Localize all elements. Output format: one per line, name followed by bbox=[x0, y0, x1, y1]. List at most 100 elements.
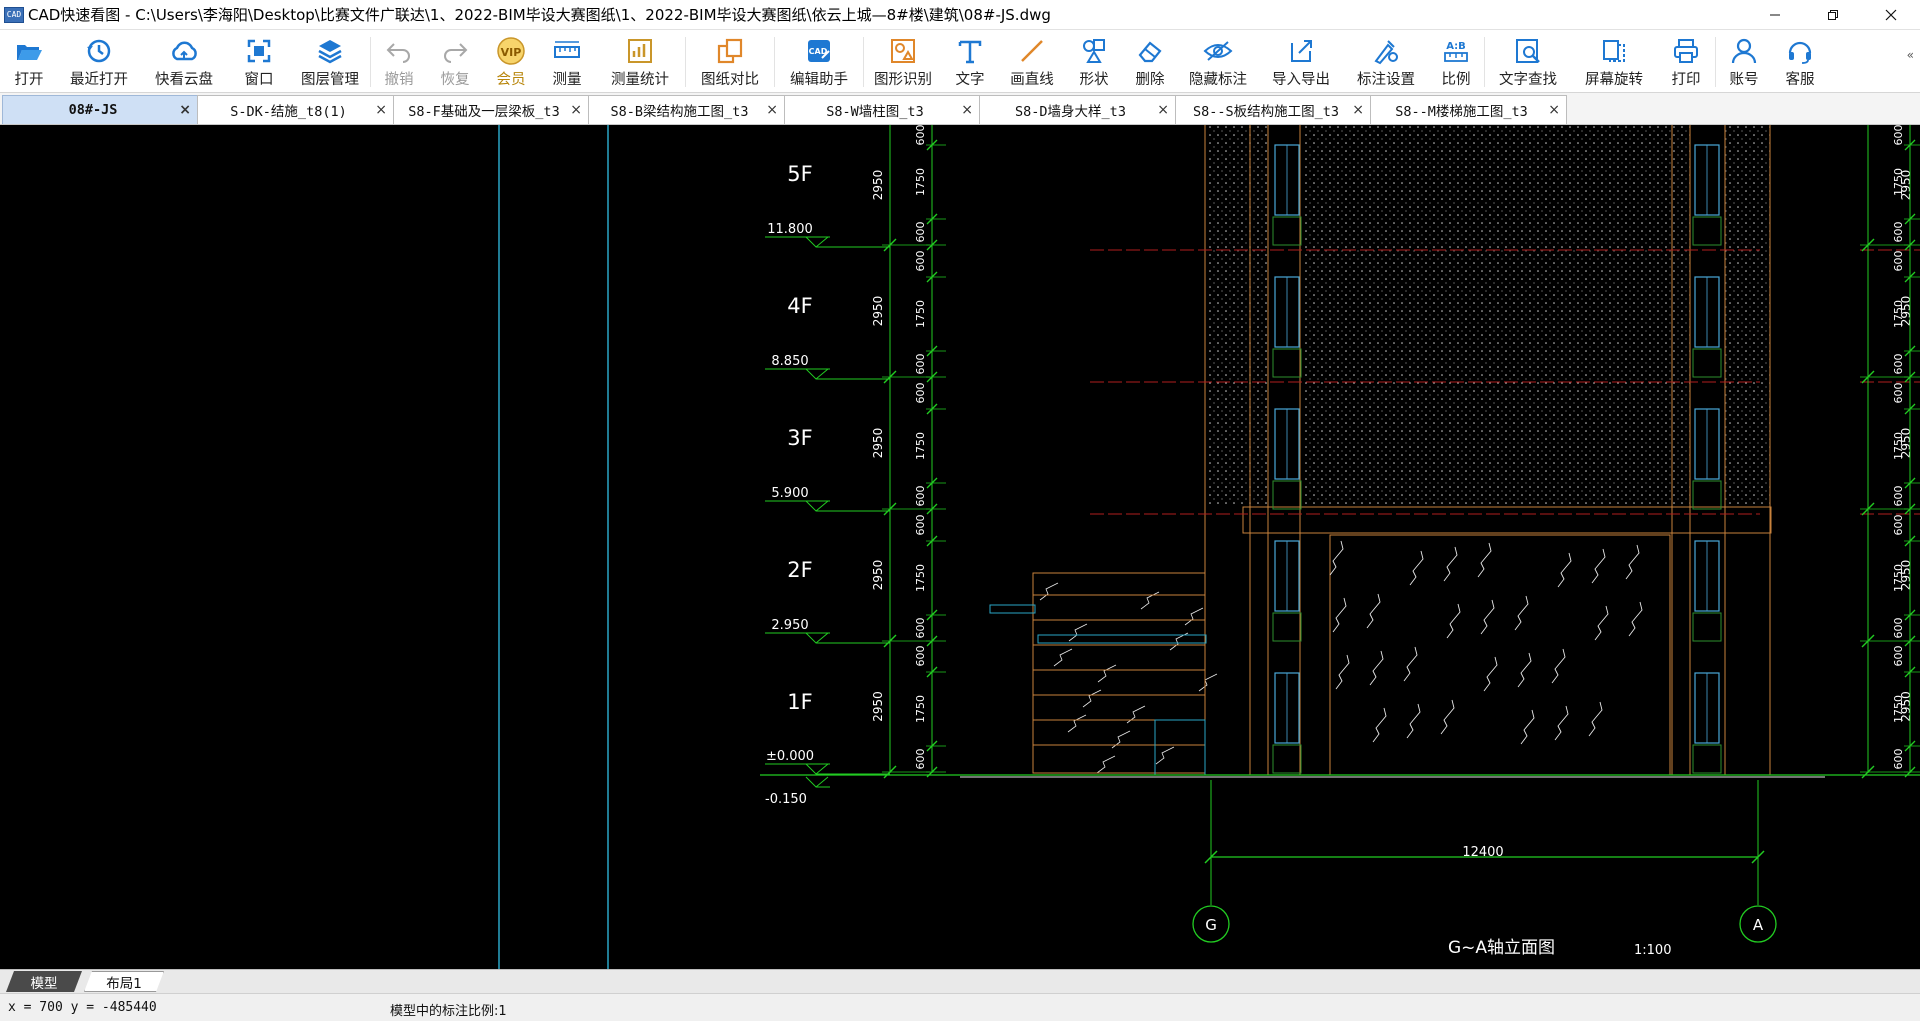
import-export-button[interactable]: 导入导出 bbox=[1258, 30, 1344, 93]
elevation-triangle bbox=[805, 776, 829, 788]
annotation-settings-button[interactable]: 标注设置 bbox=[1344, 30, 1428, 93]
tab-close-icon[interactable]: × bbox=[375, 102, 387, 118]
layout-tab-layout1[interactable]: 布局1 bbox=[84, 971, 164, 992]
import-export-icon bbox=[1286, 36, 1316, 66]
window-sill-panel bbox=[1272, 744, 1302, 774]
sub-dim-text: 600 bbox=[1892, 383, 1905, 404]
sub-dim-text: 600 bbox=[1892, 515, 1905, 536]
undo-icon bbox=[384, 36, 414, 66]
tab-label: S8--S板结构施工图_t3 bbox=[1192, 104, 1340, 120]
shapes-button[interactable]: 形状 bbox=[1066, 30, 1122, 93]
tab-close-icon[interactable]: × bbox=[1352, 102, 1364, 118]
edit-assistant-icon: CAD bbox=[804, 36, 834, 66]
podium-door bbox=[1154, 719, 1206, 776]
minimize-button[interactable] bbox=[1746, 0, 1804, 30]
tab-s8-w[interactable]: S8-W墙柱图_t3 × bbox=[784, 95, 980, 124]
window-controls bbox=[1746, 0, 1920, 30]
tab-s8-d[interactable]: S8-D墙身大样_t3 × bbox=[979, 95, 1176, 124]
shapes-label: 形状 bbox=[1079, 72, 1109, 88]
edit-assistant-button[interactable]: CAD 编辑助手 bbox=[775, 30, 863, 93]
undo-button[interactable]: 撤销 bbox=[371, 30, 427, 93]
stone-vein bbox=[1067, 714, 1087, 733]
tab-s8-s[interactable]: S8--S板结构施工图_t3 × bbox=[1175, 95, 1371, 124]
hide-annotation-label: 隐藏标注 bbox=[1189, 72, 1247, 88]
window-sill-panel bbox=[1692, 744, 1722, 774]
tab-label: S8-B梁结构施工图_t3 bbox=[610, 104, 749, 120]
sub-dim-text: 600 bbox=[1892, 354, 1905, 375]
tab-close-icon[interactable]: × bbox=[570, 102, 582, 118]
restore-button[interactable] bbox=[1804, 0, 1862, 30]
toolbar-separator bbox=[1484, 37, 1485, 87]
tab-s8-b[interactable]: S8-B梁结构施工图_t3 × bbox=[588, 95, 785, 124]
print-button[interactable]: 打印 bbox=[1657, 30, 1715, 93]
tab-close-icon[interactable]: × bbox=[1157, 102, 1169, 118]
open-label: 打开 bbox=[14, 72, 44, 88]
tab-close-icon[interactable]: × bbox=[179, 102, 191, 118]
tab-s8-f[interactable]: S8-F基础及一层梁板_t3 × bbox=[393, 95, 589, 124]
sub-dim-text: 600 bbox=[1892, 125, 1905, 146]
tab-s-dk[interactable]: S-DK-结施_t8(1) × bbox=[197, 95, 394, 124]
sub-dim-text: 600 bbox=[914, 515, 927, 536]
measure-stats-button[interactable]: 测量统计 bbox=[595, 30, 685, 93]
axis-bubble-a bbox=[1739, 905, 1777, 943]
cloud-disk-button[interactable]: 快看云盘 bbox=[140, 30, 228, 93]
vip-button[interactable]: VIP 会员 bbox=[483, 30, 539, 93]
layout-tab-model[interactable]: 模型 bbox=[6, 971, 82, 992]
hide-annotation-button[interactable]: 隐藏标注 bbox=[1178, 30, 1258, 93]
annotation-settings-icon bbox=[1371, 36, 1401, 66]
redo-button[interactable]: 恢复 bbox=[427, 30, 483, 93]
compare-button[interactable]: 图纸对比 bbox=[686, 30, 774, 93]
sub-dim-text: 600 bbox=[1892, 618, 1905, 639]
facade-dotted-panel bbox=[1305, 125, 1690, 505]
sub-dim-text: 600 bbox=[914, 749, 927, 770]
folder-open-icon bbox=[14, 36, 44, 66]
draw-line-button[interactable]: 画直线 bbox=[998, 30, 1066, 93]
measure-button[interactable]: 测量 bbox=[539, 30, 595, 93]
toolbar-separator bbox=[863, 37, 864, 87]
tab-label: S8-W墙柱图_t3 bbox=[826, 104, 924, 120]
layer-manager-button[interactable]: 图层管理 bbox=[290, 30, 370, 93]
sub-dim-text: 1750 bbox=[1892, 432, 1905, 460]
stone-vein bbox=[1551, 648, 1566, 684]
scale-button[interactable]: A:B 比例 bbox=[1428, 30, 1484, 93]
tab-s8-m[interactable]: S8--M楼梯施工图_t3 × bbox=[1370, 95, 1567, 124]
annotation-settings-label: 标注设置 bbox=[1357, 72, 1415, 88]
elevation-label: 2.950 bbox=[771, 618, 808, 633]
sub-dim-text: 1750 bbox=[914, 168, 927, 196]
svg-text:VIP: VIP bbox=[501, 46, 522, 59]
screen-rotate-button[interactable]: 屏幕旋转 bbox=[1571, 30, 1657, 93]
canopy bbox=[1037, 634, 1207, 644]
tab-close-icon[interactable]: × bbox=[1548, 102, 1560, 118]
building-structure bbox=[989, 125, 1772, 776]
customer-service-button[interactable]: 客服 bbox=[1772, 30, 1828, 93]
toolbar-overflow-button[interactable]: « bbox=[1906, 48, 1914, 62]
elevation-triangle bbox=[805, 763, 829, 775]
eraser-icon bbox=[1135, 36, 1165, 66]
user-icon bbox=[1729, 36, 1759, 66]
recent-open-button[interactable]: 最近打开 bbox=[58, 30, 140, 93]
delete-button[interactable]: 删除 bbox=[1122, 30, 1178, 93]
tab-label: S8-D墙身大样_t3 bbox=[1015, 104, 1126, 120]
close-button[interactable] bbox=[1862, 0, 1920, 30]
stone-vein bbox=[1557, 552, 1572, 588]
annotation-scale: 模型中的标注比例:1 bbox=[390, 1004, 507, 1019]
tab-08-js[interactable]: 08#-JS × bbox=[2, 95, 198, 124]
sub-dim-text: 600 bbox=[914, 251, 927, 272]
canopy-edge bbox=[989, 604, 1036, 614]
drawing-scale: 1:100 bbox=[1634, 943, 1671, 958]
text-search-button[interactable]: 文字查找 bbox=[1485, 30, 1571, 93]
recent-open-label: 最近打开 bbox=[70, 72, 128, 88]
story-dim-text: 2950 bbox=[871, 170, 885, 201]
tab-close-icon[interactable]: × bbox=[961, 102, 973, 118]
window-button[interactable]: 窗口 bbox=[228, 30, 290, 93]
shape-recognize-button[interactable]: 图形识别 bbox=[864, 30, 942, 93]
text-button[interactable]: 文字 bbox=[942, 30, 998, 93]
tab-close-icon[interactable]: × bbox=[766, 102, 778, 118]
measure-stats-label: 测量统计 bbox=[611, 72, 669, 88]
elevation-label: 5.900 bbox=[771, 486, 808, 501]
redo-label: 恢复 bbox=[440, 72, 470, 88]
open-button[interactable]: 打开 bbox=[0, 30, 58, 93]
layer-manager-label: 图层管理 bbox=[301, 72, 359, 88]
account-button[interactable]: 账号 bbox=[1716, 30, 1772, 93]
